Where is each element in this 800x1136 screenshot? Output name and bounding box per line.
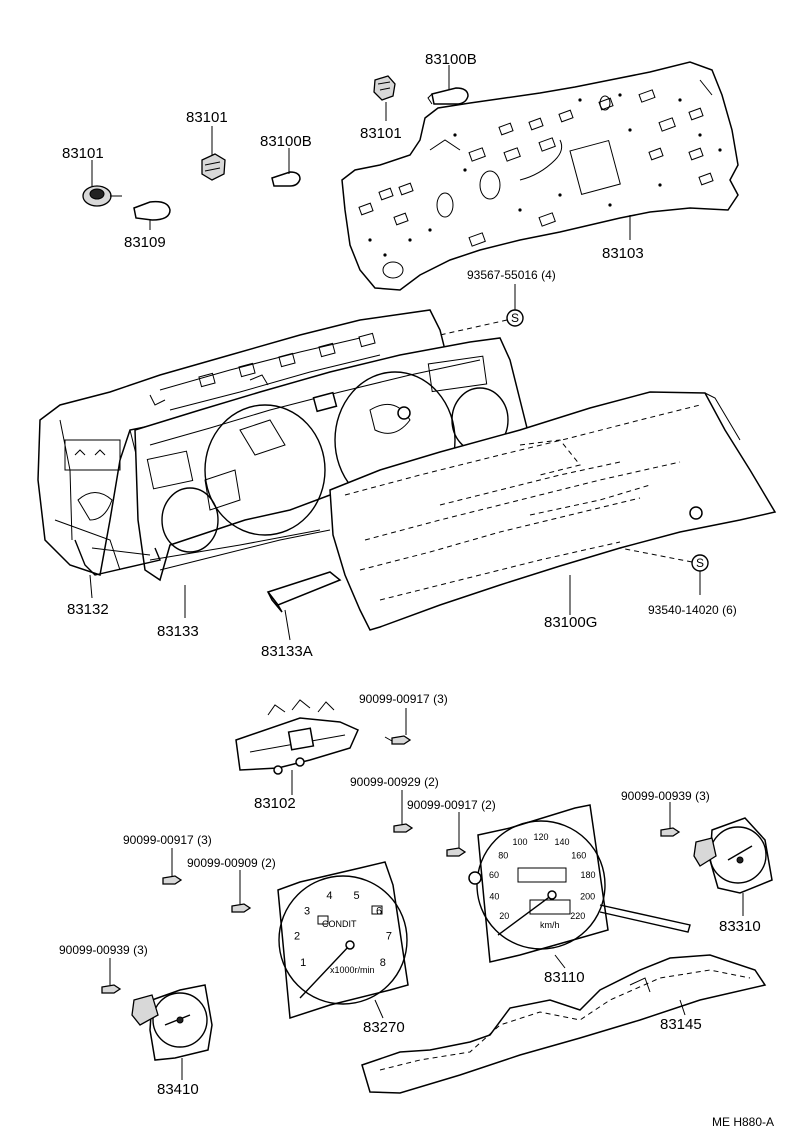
speedo-tick-label: 120 bbox=[533, 832, 548, 842]
label-83101-mid: 83101 bbox=[186, 109, 228, 126]
speedo-tick-label: 160 bbox=[571, 850, 586, 860]
label-83270: 83270 bbox=[363, 1019, 405, 1036]
screw-icon bbox=[660, 827, 681, 837]
svg-text:x1000r/min: x1000r/min bbox=[330, 965, 375, 975]
speedo-tick-label: 140 bbox=[554, 837, 569, 847]
label-90099-00939-b: 90099-00939 (3) bbox=[59, 943, 148, 957]
screw-icon bbox=[231, 903, 252, 913]
strip-83133a bbox=[266, 571, 342, 613]
bulb-83109-icon bbox=[133, 200, 171, 221]
label-83133a: 83133A bbox=[261, 643, 313, 660]
tach-tick-label: 1 bbox=[300, 957, 306, 969]
screw-icon bbox=[101, 984, 122, 994]
meter-lens-83100g bbox=[329, 391, 777, 631]
speedo-tick-label: 200 bbox=[580, 892, 595, 902]
gauge-83310 bbox=[693, 817, 773, 894]
bulb-83100b-mid-icon bbox=[271, 171, 301, 187]
label-83100b-mid: 83100B bbox=[260, 133, 312, 150]
svg-text:S: S bbox=[511, 311, 519, 325]
bulb-83100b-top-icon bbox=[427, 87, 469, 105]
part-labels: 83100B 83101 83101 83100B 83101 83109 83… bbox=[59, 51, 774, 1129]
label-83310: 83310 bbox=[719, 918, 761, 935]
tach-tick-label: 8 bbox=[380, 957, 386, 969]
screw-symbol-93540: S bbox=[619, 547, 709, 595]
speedo-tick-label: 100 bbox=[512, 837, 527, 847]
tach-tick-label: 4 bbox=[326, 890, 332, 902]
label-83100b-top: 83100B bbox=[425, 51, 477, 68]
tach-tick-label: 6 bbox=[376, 905, 382, 917]
meter-case-83132 bbox=[74, 539, 161, 576]
leader-lines bbox=[89, 65, 744, 1080]
screw-icon bbox=[446, 847, 467, 857]
panel-83145 bbox=[361, 954, 767, 1094]
socket-83101-top-icon bbox=[373, 75, 396, 101]
svg-text:km/h: km/h bbox=[540, 920, 560, 930]
screw-icon bbox=[384, 735, 412, 745]
socket-83101-mid-icon bbox=[201, 153, 226, 181]
label-83132: 83132 bbox=[67, 601, 109, 618]
socket-83101-left-icon bbox=[82, 185, 122, 207]
label-90099-00939-a: 90099-00939 (3) bbox=[621, 789, 710, 803]
tachometer-83270: 1 2 3 4 5 6 7 8 x1000r/min CONDIT bbox=[277, 861, 409, 1020]
label-90099-00917-b: 90099-00917 (2) bbox=[407, 798, 496, 812]
label-90099-00909: 90099-00909 (2) bbox=[187, 856, 276, 870]
label-83109: 83109 bbox=[124, 234, 166, 251]
label-83101-left: 83101 bbox=[62, 145, 104, 162]
label-90099-00929: 90099-00929 (2) bbox=[350, 775, 439, 789]
svg-text:S: S bbox=[696, 556, 704, 570]
label-83102: 83102 bbox=[254, 795, 296, 812]
screw-icon bbox=[393, 823, 414, 833]
speedo-tick-label: 220 bbox=[570, 911, 585, 921]
label-93567-55016: 93567-55016 (4) bbox=[467, 268, 556, 282]
label-83103: 83103 bbox=[602, 245, 644, 262]
speedo-tick-label: 180 bbox=[580, 870, 595, 880]
speedo-tick-label: 80 bbox=[498, 850, 508, 860]
screw-symbol-93567: S bbox=[439, 284, 524, 336]
label-83133: 83133 bbox=[157, 623, 199, 640]
speedo-tick-label: 20 bbox=[499, 911, 509, 921]
label-90099-00917-c: 90099-00917 (3) bbox=[123, 833, 212, 847]
meter-case-83133 bbox=[134, 337, 531, 582]
tach-tick-label: 7 bbox=[386, 931, 392, 943]
label-83145: 83145 bbox=[660, 1016, 702, 1033]
tach-tick-label: 5 bbox=[354, 890, 360, 902]
bracket-83102 bbox=[235, 699, 359, 775]
label-90099-00917-a: 90099-00917 (3) bbox=[359, 692, 448, 706]
gauge-83410 bbox=[131, 984, 213, 1061]
printed-circuit-83103 bbox=[341, 61, 739, 291]
speedo-tick-label: 40 bbox=[489, 892, 499, 902]
label-83100g: 83100G bbox=[544, 614, 597, 631]
label-83110: 83110 bbox=[544, 969, 585, 986]
reference-code: ME H880-A bbox=[712, 1115, 774, 1129]
tach-tick-label: 2 bbox=[294, 931, 300, 943]
speedo-tick-label: 60 bbox=[489, 870, 499, 880]
screw-icon bbox=[162, 875, 183, 885]
tach-tick-label: 3 bbox=[304, 905, 310, 917]
label-93540-14020: 93540-14020 (6) bbox=[648, 603, 737, 617]
svg-text:CONDIT: CONDIT bbox=[322, 919, 357, 929]
label-83410: 83410 bbox=[157, 1081, 199, 1098]
label-83101-top: 83101 bbox=[360, 125, 402, 142]
